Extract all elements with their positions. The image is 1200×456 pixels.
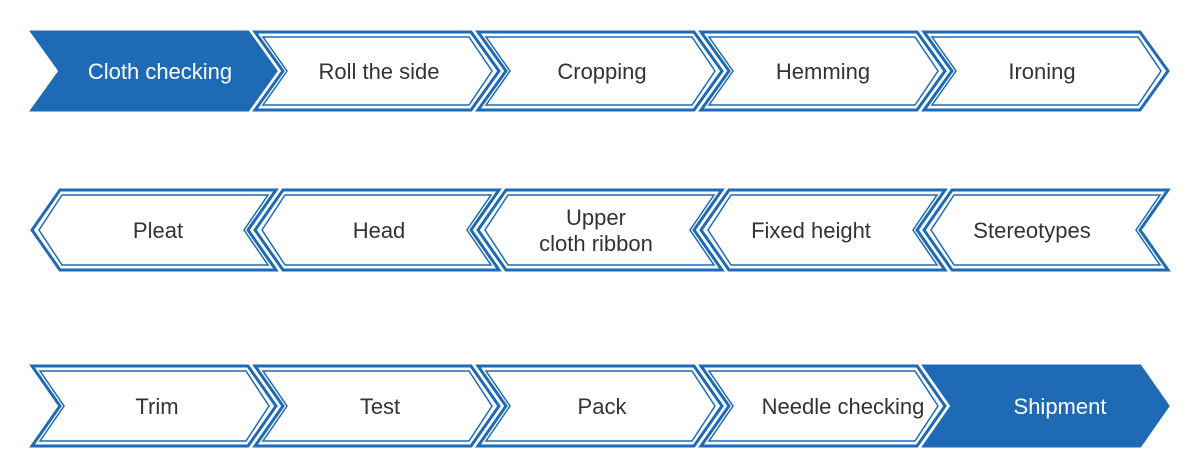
step-label: Trim [135, 394, 178, 419]
process-step: Pack [475, 364, 724, 448]
chevron-shape-filled [29, 30, 278, 112]
chevron-shape [921, 30, 1170, 112]
chevron-shape [252, 364, 501, 448]
chevron-shape [922, 188, 1171, 272]
step-label: Pack [578, 394, 628, 419]
process-step: Roll the side [252, 30, 501, 112]
process-step: Cropping [475, 30, 724, 112]
step-label: Hemming [776, 59, 870, 84]
step-label: Needle checking [762, 394, 925, 419]
step-label: Cloth checking [88, 59, 232, 84]
chevron-shape [253, 188, 502, 272]
chevron-shape [475, 364, 724, 448]
chevron-inner-outline [261, 370, 493, 442]
chevron-shape [29, 364, 278, 448]
step-label: Roll the side [318, 59, 439, 84]
step-label: Upper [566, 205, 626, 230]
chevron-inner-outline [930, 194, 1162, 266]
process-step: Trim [29, 364, 278, 448]
step-label: Fixed height [751, 218, 871, 243]
process-step: Ironing [921, 30, 1170, 112]
chevron-inner-outline [38, 194, 270, 266]
step-label: Shipment [1014, 394, 1107, 419]
chevron-inner-outline [707, 194, 939, 266]
chevron-inner-outline [484, 370, 716, 442]
chevron-inner-outline [707, 370, 939, 442]
chevron-inner-outline [484, 36, 716, 106]
process-step: Hemming [698, 30, 947, 112]
process-step: Fixed height [699, 188, 948, 272]
chevron-inner-outline [484, 194, 716, 266]
chevron-inner-outline [707, 36, 939, 106]
step-label: Stereotypes [973, 218, 1090, 243]
process-step: Head [253, 188, 502, 272]
chevron-shape [476, 188, 725, 272]
chevron-inner-outline [261, 36, 493, 106]
process-step: Cloth checking [29, 30, 278, 112]
step-label: Test [360, 394, 400, 419]
process-row-3: Trim Test Pack Needle checking Shipment [29, 364, 1170, 448]
chevron-shape [30, 188, 279, 272]
chevron-shape [698, 364, 947, 448]
chevron-shape-filled [921, 364, 1170, 448]
step-label: cloth ribbon [539, 231, 653, 256]
process-step: Shipment [921, 364, 1170, 448]
chevron-inner-outline [261, 194, 493, 266]
chevron-shape [698, 30, 947, 112]
process-row-1: Cloth checking Roll the side Cropping Hemmi… [29, 30, 1170, 112]
chevron-inner-outline [38, 370, 270, 442]
process-step: Stereotypes [922, 188, 1171, 272]
chevron-shape [475, 30, 724, 112]
step-label: Head [353, 218, 406, 243]
step-label: Ironing [1008, 59, 1075, 84]
chevron-shape [252, 30, 501, 112]
chevron-inner-outline [930, 36, 1162, 106]
step-label: Pleat [133, 218, 183, 243]
process-step: Pleat [30, 188, 279, 272]
process-step: Test [252, 364, 501, 448]
process-step: Needle checking [698, 364, 947, 448]
step-label: Cropping [557, 59, 646, 84]
chevron-shape [699, 188, 948, 272]
